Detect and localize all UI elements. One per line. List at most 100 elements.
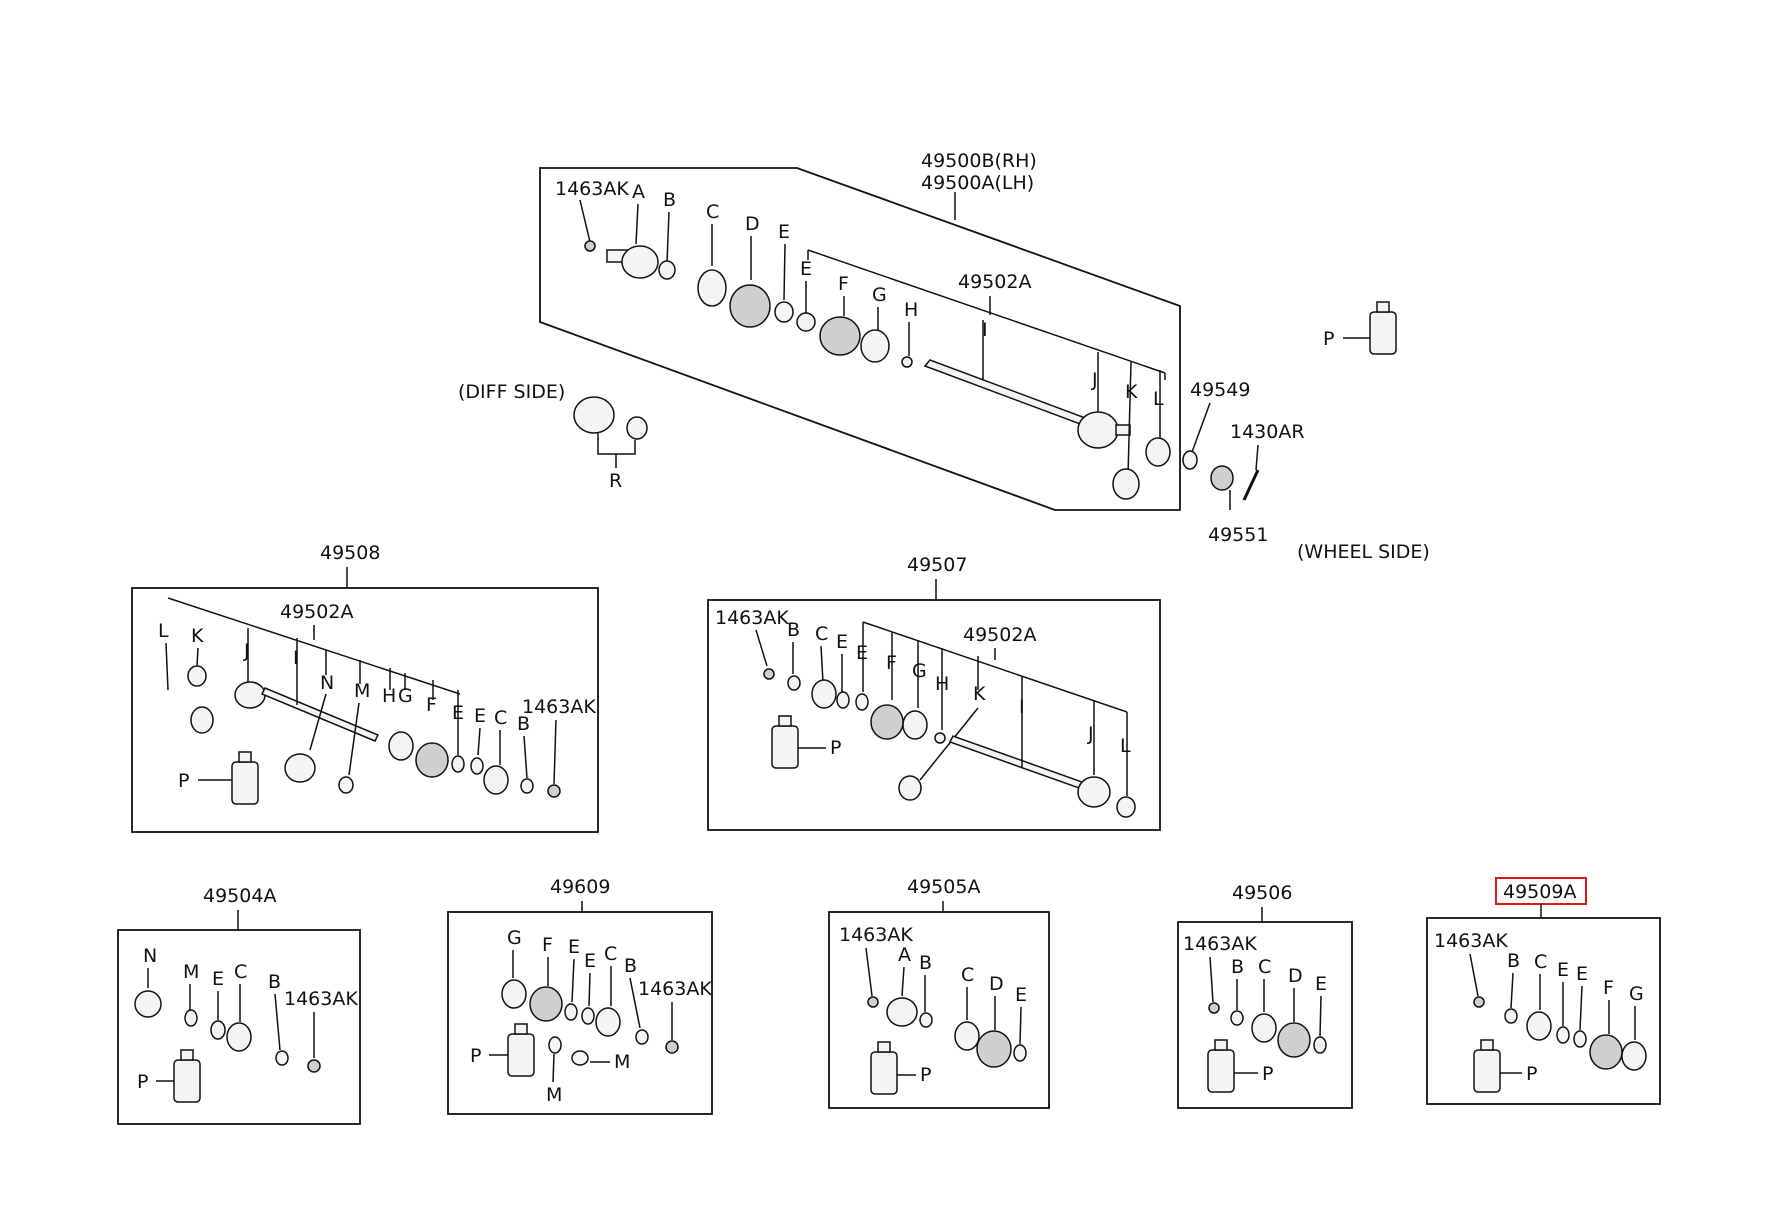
kit-49508-shaft-label[interactable]: 49502A <box>280 601 353 623</box>
kit-49508-label-4[interactable]: N <box>320 672 334 694</box>
main-label-l[interactable]: L <box>1153 388 1164 410</box>
kit-49609-label-4[interactable]: C <box>604 943 617 965</box>
kit-49506-label-1[interactable]: B <box>1231 956 1244 978</box>
kit-49505A-title[interactable]: 49505A <box>907 876 980 898</box>
kit-49505A-label-2[interactable]: B <box>919 952 932 974</box>
kit-49507-label-4[interactable]: E <box>856 642 868 664</box>
kit-49507-shaft-label[interactable]: 49502A <box>963 624 1036 646</box>
kit-49505A-label-5[interactable]: E <box>1015 984 1027 1006</box>
kit-49508-label-3[interactable]: I <box>293 647 299 669</box>
kit-49509A-title[interactable]: 49509A <box>1503 881 1576 903</box>
kit-49509A-label-5[interactable]: F <box>1603 977 1614 999</box>
kit-49509A-label-6[interactable]: G <box>1629 983 1644 1005</box>
kit-49508-label-6[interactable]: H <box>382 685 396 707</box>
main-assembly: 49500B(RH) 49500A(LH) 1463AK A B C D E E <box>458 150 1430 563</box>
kit-49507-label-8[interactable]: K <box>973 683 986 705</box>
kit-49506-title[interactable]: 49506 <box>1232 882 1292 904</box>
kit-49505A-label-3[interactable]: C <box>961 964 974 986</box>
main-label-shaft[interactable]: 49502A <box>958 271 1031 293</box>
kit-49504A-label-6[interactable]: P <box>137 1071 148 1093</box>
kit-49508-label-13[interactable]: 1463AK <box>522 696 596 718</box>
main-label-f[interactable]: F <box>838 273 849 295</box>
kit-49504A-label-4[interactable]: B <box>268 971 281 993</box>
kit-49509A-b-part <box>1504 1008 1518 1024</box>
kit-49506-label-3[interactable]: D <box>1288 965 1303 987</box>
kit-49507-label-0[interactable]: 1463AK <box>715 607 789 629</box>
washer-label[interactable]: 49549 <box>1190 379 1250 401</box>
kit-49507-label-3[interactable]: E <box>836 631 848 653</box>
kit-49508-title[interactable]: 49508 <box>320 542 380 564</box>
kit-49504A-title[interactable]: 49504A <box>203 885 276 907</box>
kit-49609-label-9[interactable]: M <box>546 1084 562 1106</box>
main-label-r[interactable]: R <box>609 470 622 492</box>
kit-49507-title[interactable]: 49507 <box>907 554 967 576</box>
wheel-side-label[interactable]: (WHEEL SIDE) <box>1297 541 1430 563</box>
main-label-d[interactable]: D <box>745 213 760 235</box>
kit-49507-label-2[interactable]: C <box>815 623 828 645</box>
kit-49504A-grease-part <box>173 1059 201 1103</box>
kit-49509A-label-3[interactable]: E <box>1557 959 1569 981</box>
main-label-c[interactable]: C <box>706 201 719 223</box>
main-label-e2[interactable]: E <box>800 258 812 280</box>
kit-49509A-label-0[interactable]: 1463AK <box>1434 930 1508 952</box>
main-label-h[interactable]: H <box>904 299 918 321</box>
kit-49504A-label-3[interactable]: C <box>234 961 247 983</box>
main-label-1463ak[interactable]: 1463AK <box>555 178 629 200</box>
kit-49609-label-0[interactable]: G <box>507 927 522 949</box>
kit-49504A-label-5[interactable]: 1463AK <box>284 988 358 1010</box>
kit-49508-label-5[interactable]: M <box>354 680 370 702</box>
kit-49609-title[interactable]: 49609 <box>550 876 610 898</box>
kit-49506-label-5[interactable]: P <box>1262 1063 1273 1085</box>
main-label-j[interactable]: J <box>1091 369 1098 391</box>
kit-49504A-label-0[interactable]: N <box>143 945 157 967</box>
main-title-lh[interactable]: 49500A(LH) <box>921 172 1034 194</box>
kit-49609-label-2[interactable]: E <box>568 936 580 958</box>
kit-49509A-label-2[interactable]: C <box>1534 951 1547 973</box>
kit-49507-c-part <box>811 679 837 709</box>
kit-49506-label-2[interactable]: C <box>1258 956 1271 978</box>
kit-49507-label-1[interactable]: B <box>787 619 800 641</box>
kit-49507-label-10[interactable]: J <box>1087 723 1094 745</box>
kit-49508-label-14[interactable]: P <box>178 770 189 792</box>
kit-49508-label-8[interactable]: F <box>426 694 437 716</box>
kit-49506-label-0[interactable]: 1463AK <box>1183 933 1257 955</box>
kit-49509A-label-1[interactable]: B <box>1507 950 1520 972</box>
kit-49609-label-3[interactable]: E <box>584 950 596 972</box>
kit-49507-label-11[interactable]: L <box>1120 735 1131 757</box>
kit-49508-label-10[interactable]: E <box>474 705 486 727</box>
kit-49505A-label-4[interactable]: D <box>989 973 1004 995</box>
kit-49508-label-12[interactable]: B <box>517 713 530 735</box>
main-label-b[interactable]: B <box>663 189 676 211</box>
cotter-pin-label[interactable]: 1430AR <box>1230 421 1305 443</box>
main-label-e1[interactable]: E <box>778 221 790 243</box>
kit-49504A-label-1[interactable]: M <box>183 961 199 983</box>
kit-49509A-label-4[interactable]: E <box>1576 963 1588 985</box>
kit-49507-label-6[interactable]: G <box>912 660 927 682</box>
kit-49505A-label-1[interactable]: A <box>898 944 911 966</box>
main-label-g[interactable]: G <box>872 284 887 306</box>
main-label-a[interactable]: A <box>632 181 645 203</box>
kit-49609-label-1[interactable]: F <box>542 934 553 956</box>
diff-joint-housing-part <box>573 396 615 434</box>
kit-49609-label-6[interactable]: 1463AK <box>638 978 712 1000</box>
kit-49507-label-12[interactable]: P <box>830 737 841 759</box>
kit-49609-label-7[interactable]: P <box>470 1045 481 1067</box>
kit-49508-label-0[interactable]: L <box>158 620 169 642</box>
kit-49508-label-11[interactable]: C <box>494 707 507 729</box>
kit-49508-label-2[interactable]: J <box>243 640 250 662</box>
main-title-rh[interactable]: 49500B(RH) <box>921 150 1037 172</box>
main-label-p[interactable]: P <box>1323 328 1334 350</box>
main-label-i[interactable]: I <box>982 319 988 341</box>
diff-side-label[interactable]: (DIFF SIDE) <box>458 381 565 403</box>
kit-49505A-label-0[interactable]: 1463AK <box>839 924 913 946</box>
kit-49506-label-4[interactable]: E <box>1315 973 1327 995</box>
kit-49609-label-8[interactable]: M <box>614 1051 630 1073</box>
kit-49504A-label-2[interactable]: E <box>212 968 224 990</box>
main-label-k[interactable]: K <box>1125 381 1138 403</box>
kit-49509A-label-7[interactable]: P <box>1526 1063 1537 1085</box>
castle-nut-label[interactable]: 49551 <box>1208 524 1268 546</box>
kit-49508-label-7[interactable]: G <box>398 685 413 707</box>
kit-49609-label-5[interactable]: B <box>624 955 637 977</box>
kit-49508-label-1[interactable]: K <box>191 625 204 647</box>
kit-49505A-label-6[interactable]: P <box>920 1064 931 1086</box>
